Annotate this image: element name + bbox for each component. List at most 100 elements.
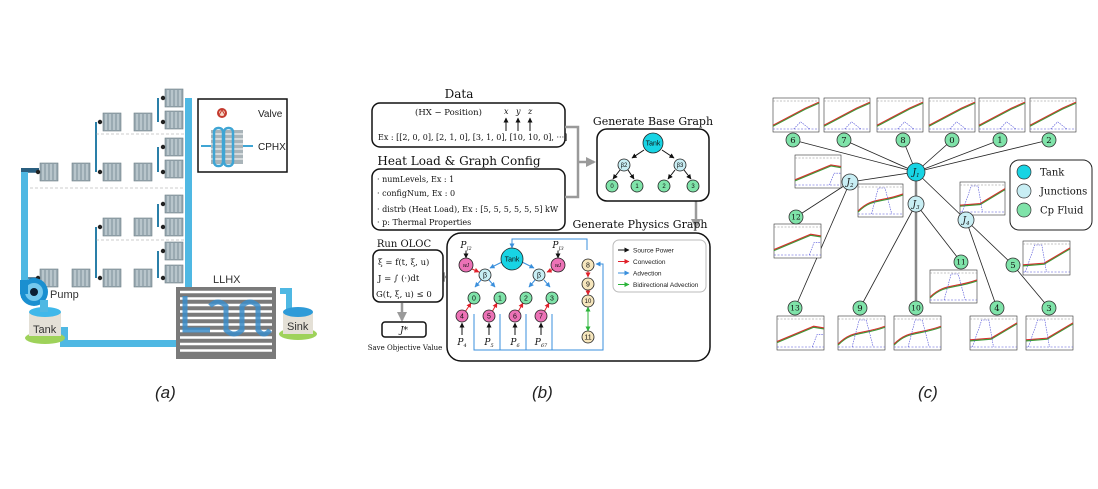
fluid-node: 1	[493, 291, 507, 305]
tree-edge	[965, 219, 1014, 266]
edge-arrow	[661, 149, 675, 159]
objective-caption: Save Objective Value	[368, 344, 443, 352]
source-power-label: P5	[483, 338, 493, 349]
legend-item: Cp Fluid	[1016, 202, 1084, 218]
cold-plate-icon	[133, 112, 153, 132]
fluid-node: 1	[992, 132, 1008, 148]
cold-plate-icon	[133, 217, 153, 237]
svg-text:Tank: Tank	[646, 140, 661, 147]
sink-label: Sink	[287, 321, 309, 333]
edge-arrow	[667, 169, 676, 180]
fluid-node: 2	[657, 179, 671, 193]
svg-text:Tank: Tank	[505, 256, 520, 263]
wall-temp-line	[794, 165, 842, 182]
svg-text:3: 3	[1046, 304, 1051, 314]
edge-arrow	[517, 302, 524, 313]
caption-c: (c)	[918, 383, 938, 402]
svg-text:J2: J2	[844, 178, 854, 189]
tree-edge	[794, 181, 851, 309]
legend-item: Advection	[618, 270, 662, 278]
fluid-node: 12	[788, 209, 804, 225]
svg-text:J4: J4	[960, 216, 970, 227]
fluid-temp-line	[876, 101, 924, 126]
temperature-plot	[772, 97, 820, 133]
svg-text:11: 11	[584, 334, 591, 341]
cold-plate-icon	[164, 137, 184, 157]
cold-plate-icon	[102, 162, 122, 182]
cold-plate-icon	[164, 194, 184, 214]
config-box-title: Heat Load & Graph Config	[377, 154, 541, 168]
fluid-node: 13	[787, 300, 803, 316]
valve-icon	[97, 119, 103, 125]
tree-edge	[965, 219, 998, 309]
edge-arrow	[631, 149, 645, 159]
cold-plate-icon	[39, 162, 59, 182]
valve-icon	[97, 169, 103, 175]
edge-arrow	[683, 169, 692, 180]
physics-legend	[612, 239, 707, 293]
cold-plate-array	[28, 88, 185, 288]
fluid-temp-line	[823, 101, 871, 126]
edge-arrow	[543, 279, 551, 288]
temperature-plot	[857, 183, 904, 218]
edge-arrow	[488, 279, 496, 288]
power-line	[943, 273, 966, 301]
wall-temp-line	[969, 323, 1018, 342]
chain-node: 10	[581, 294, 595, 308]
fluid-node: 0	[467, 291, 481, 305]
temperature-plot	[1025, 315, 1074, 351]
cold-plate-icon	[102, 217, 122, 237]
objective-value: J*	[398, 326, 409, 336]
wall-temp-line	[773, 234, 822, 252]
temperature-plot	[969, 315, 1018, 351]
fluid-temp-line	[1025, 322, 1074, 341]
panel-a: Pump Tank LLHX Sink	[20, 88, 317, 402]
tank-icon	[25, 300, 65, 344]
wall-temp-line	[772, 102, 820, 127]
wall-temp-line	[929, 280, 978, 299]
junction-source-node: wJ	[458, 257, 474, 273]
edge-arrow	[543, 302, 550, 313]
cold-plate-icon	[102, 268, 122, 288]
svg-text:β: β	[537, 272, 541, 279]
tank-return-pipe	[68, 340, 180, 347]
tree-edge	[792, 139, 917, 173]
wall-temp-line	[978, 102, 1026, 127]
svg-text:3: 3	[550, 295, 554, 302]
svg-text:Tank: Tank	[1040, 168, 1065, 179]
data-box-example: Ex : [[2, 0, 0], [2, 1, 0], [3, 1, 0], […	[378, 133, 567, 142]
base-graph-box	[596, 128, 710, 202]
oloc-objective-eq: J = ∫ (·)dt	[377, 273, 420, 284]
svg-text:4: 4	[994, 304, 999, 314]
chain-node: 9	[581, 277, 595, 291]
valve-icon	[160, 275, 166, 281]
temperature-plot	[928, 97, 976, 133]
llhx-label: LLHX	[213, 274, 241, 286]
svg-text:5: 5	[1010, 261, 1015, 271]
temperature-plot	[929, 269, 978, 304]
junction-node: J4	[957, 211, 975, 229]
wall-temp-line	[1025, 323, 1074, 342]
svg-text:7: 7	[539, 313, 543, 320]
junction-power-label: PJ3	[551, 241, 563, 252]
cold-plate-icon	[133, 162, 153, 182]
svg-text:wJ: wJ	[463, 263, 470, 269]
oloc-dynamics-eq: ξ̇ = f(t, ξ, u)	[378, 257, 429, 268]
cold-plate-icon	[164, 241, 184, 261]
svg-text:10: 10	[585, 299, 592, 305]
temperature-plot	[837, 315, 886, 351]
tree-edge	[843, 139, 917, 173]
temperature-plot	[794, 154, 842, 189]
svg-text:4: 4	[460, 313, 464, 320]
svg-text:0: 0	[472, 295, 476, 302]
fluid-node: 11	[953, 254, 969, 270]
panel-b: Data (HX − Position) x y z Ex : [[2, 0, …	[368, 87, 713, 402]
svg-text:9: 9	[586, 281, 590, 288]
fluid-node: 9	[852, 300, 868, 316]
fluid-temp-line	[969, 322, 1018, 341]
edge-arrow	[464, 302, 472, 313]
